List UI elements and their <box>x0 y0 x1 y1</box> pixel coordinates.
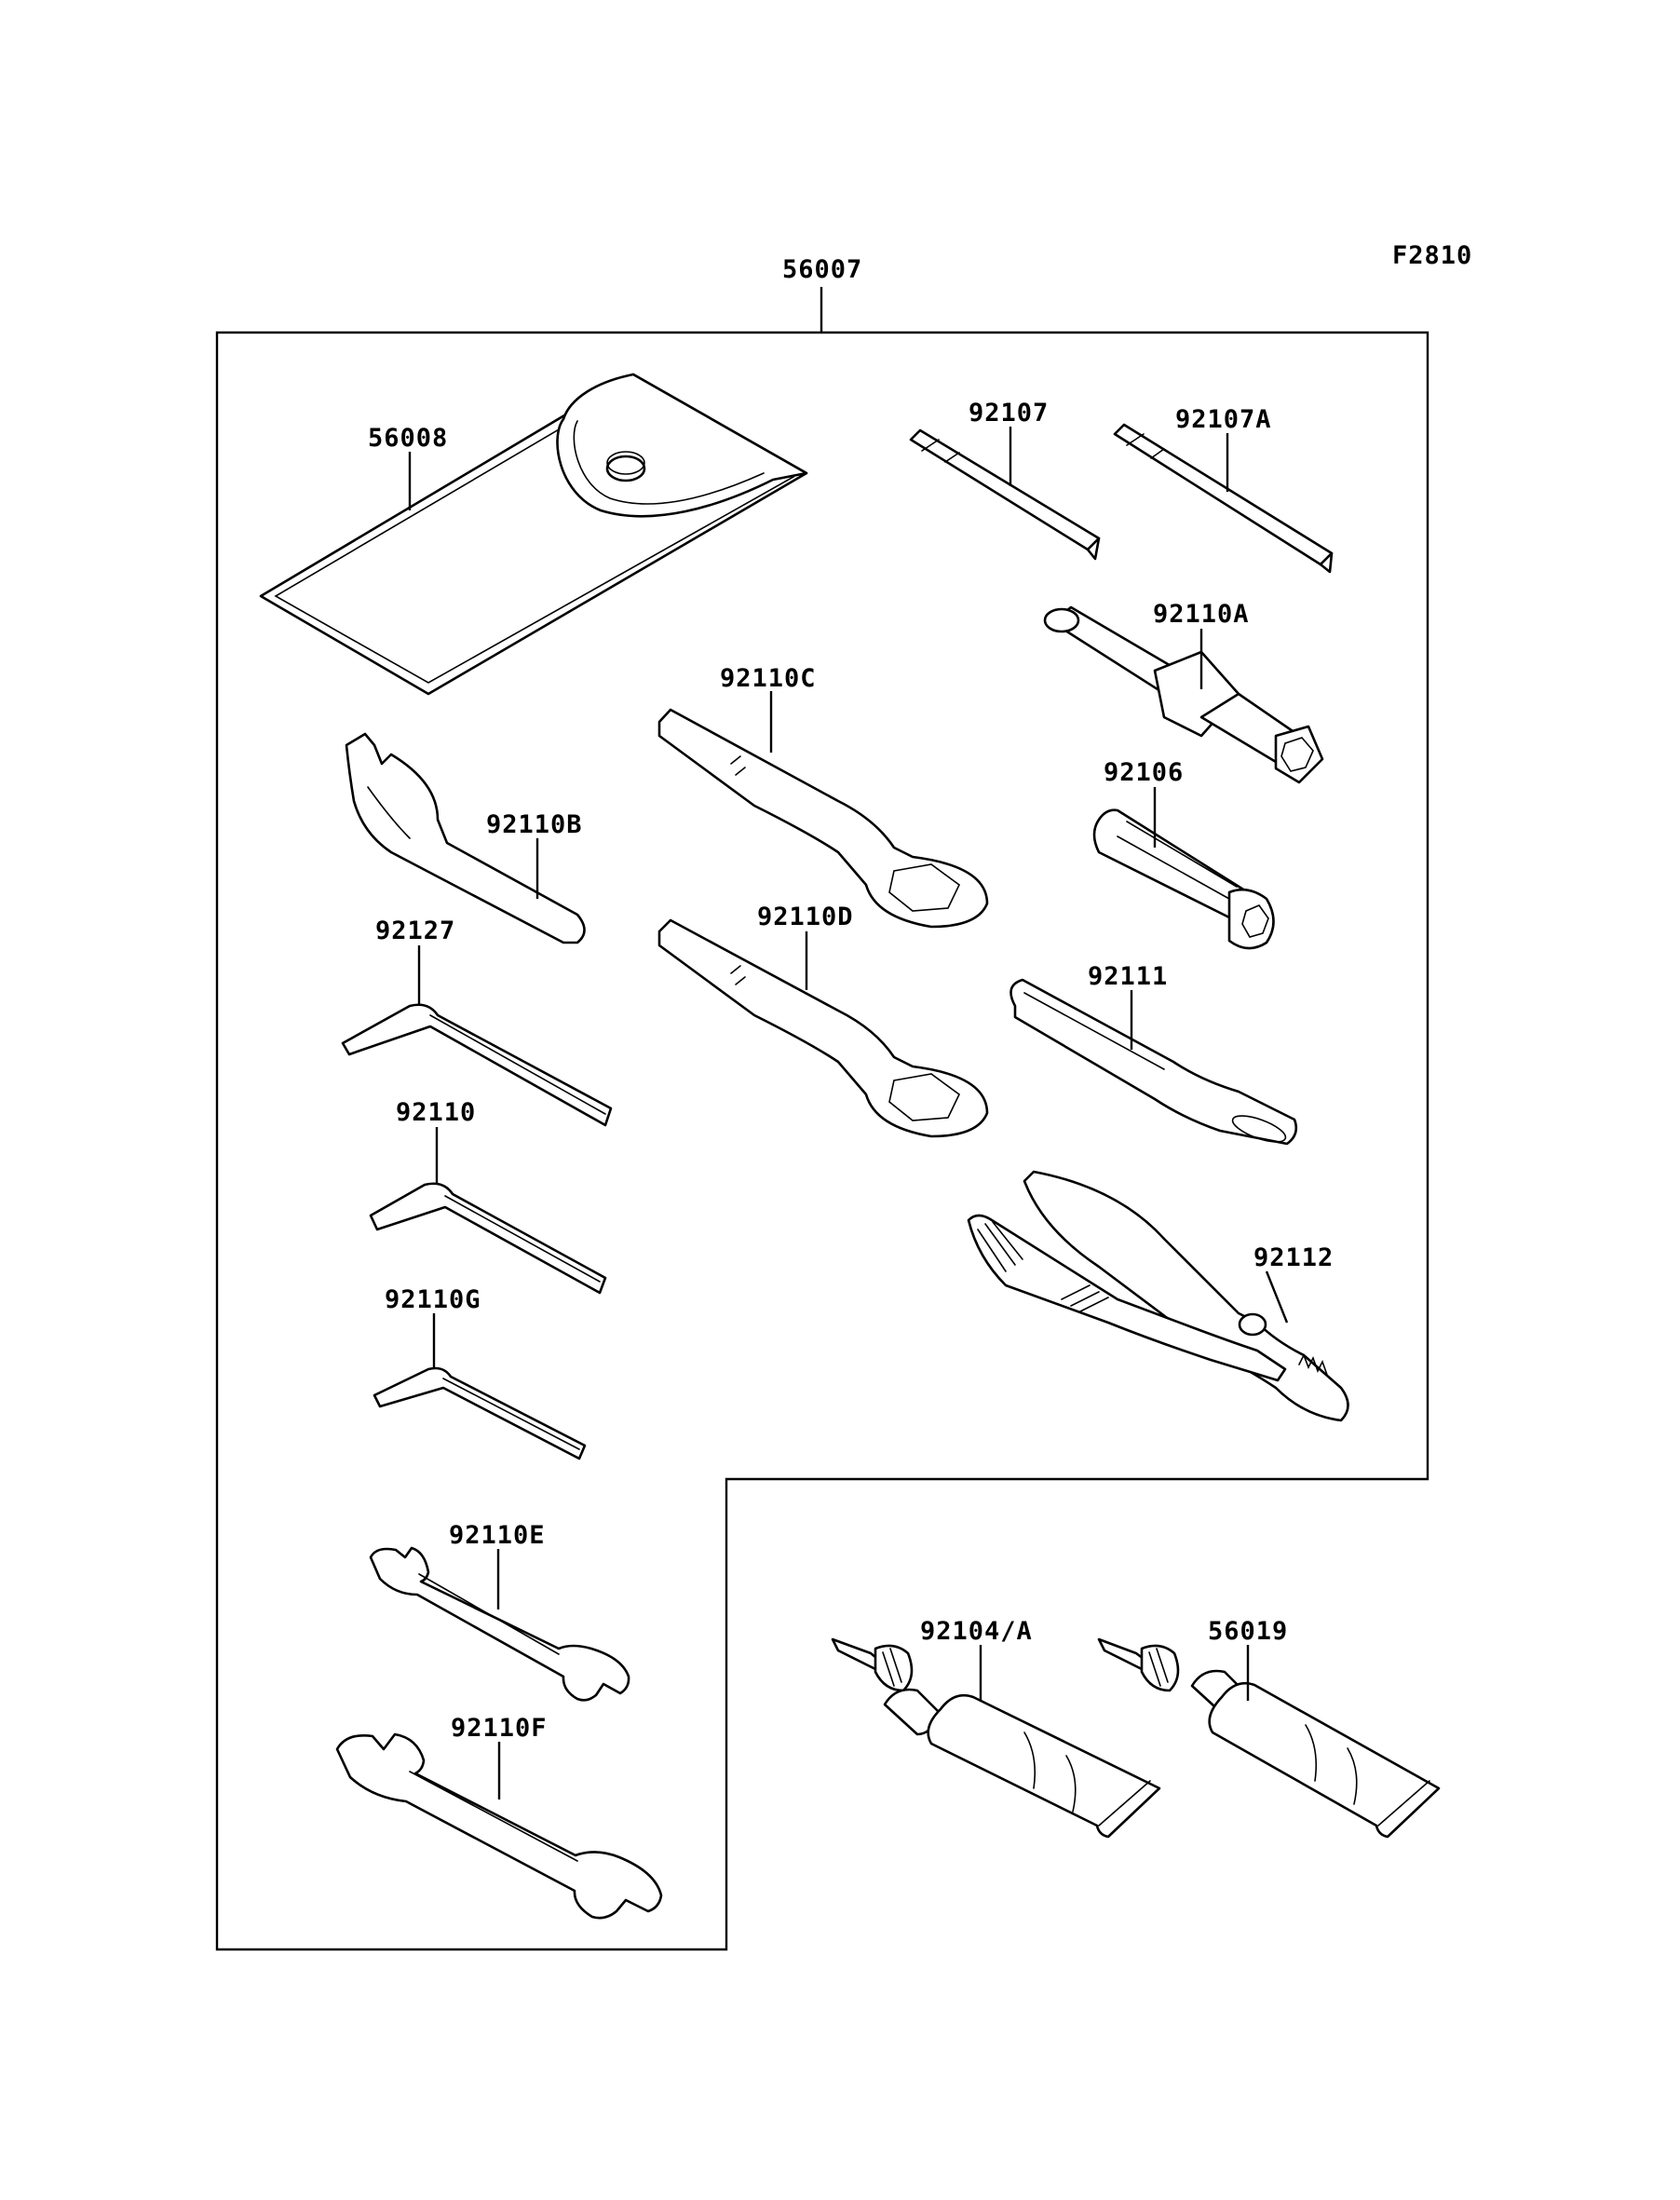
tool-case <box>259 373 808 696</box>
label-box-wrench-a: 92110A <box>1153 600 1250 629</box>
figure-code: F2810 <box>1392 241 1472 270</box>
hex-wrench-92110 <box>369 1182 607 1295</box>
hook-spanner-92110b <box>345 732 586 944</box>
label-socket: 92106 <box>1104 758 1184 787</box>
label-handle: 92111 <box>1088 962 1168 991</box>
open-wrench-92110e <box>369 1546 630 1702</box>
label-open-wrench-f: 92110F <box>451 1714 548 1743</box>
ring-wrench-92110c <box>657 708 989 929</box>
pliers-92112 <box>967 1170 1349 1422</box>
label-grease-tube-1: 92104/A <box>920 1617 1033 1646</box>
label-ring-wrench-d: 92110D <box>757 903 854 931</box>
socket-92106 <box>1092 808 1275 950</box>
label-driver-bit-2: 92107A <box>1175 405 1272 434</box>
label-spanner-b: 92110B <box>486 810 583 839</box>
grease-tube-56019 <box>1097 1637 1441 1839</box>
label-open-wrench-e: 92110E <box>449 1521 546 1550</box>
open-wrench-92110f <box>335 1732 663 1920</box>
box-wrench-92110a <box>1043 605 1324 784</box>
label-driver-bit-1: 92107 <box>969 399 1049 428</box>
label-grease-tube-2: 56019 <box>1208 1617 1288 1646</box>
label-ring-wrench-c: 92110C <box>720 664 817 693</box>
label-hex-wrench-3: 92110G <box>385 1285 481 1314</box>
label-hex-wrench-2: 92110 <box>396 1098 476 1127</box>
label-pliers: 92112 <box>1253 1243 1334 1272</box>
ring-wrench-92110d <box>657 918 989 1138</box>
driver-bit-92107 <box>909 428 1101 561</box>
label-hex-wrench-1: 92127 <box>375 917 455 945</box>
kit-outline <box>215 287 1429 1951</box>
label-case: 56008 <box>368 424 448 453</box>
label-kit: 56007 <box>782 255 862 284</box>
hex-wrench-92110g <box>373 1366 587 1460</box>
grease-tube-92104a <box>831 1637 1161 1839</box>
handle-92111 <box>1009 978 1298 1146</box>
hex-wrench-92127 <box>341 1003 613 1127</box>
driver-bit-92107a <box>1113 423 1334 574</box>
